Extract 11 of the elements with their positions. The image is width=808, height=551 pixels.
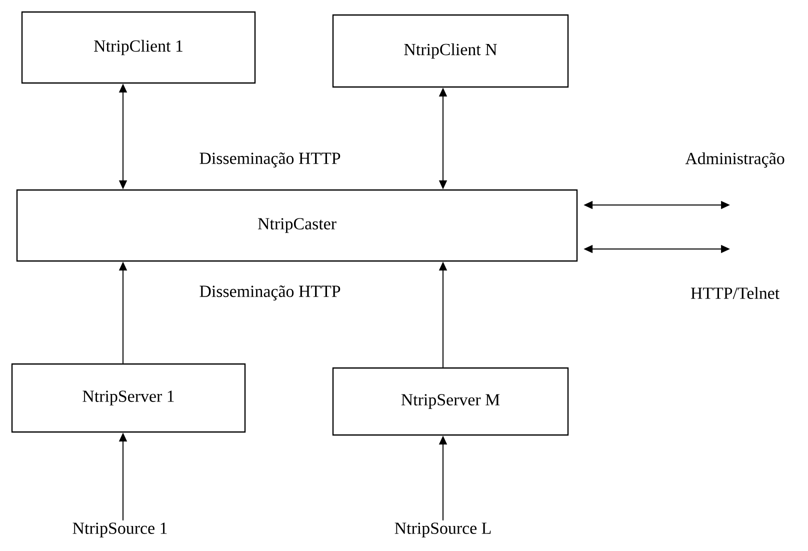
protocol-label: HTTP/Telnet (690, 287, 780, 299)
source-label: NtripSource L (394, 522, 491, 538)
process-box: NtripServer 1 (11, 363, 246, 433)
source-label: NtripSource 1 (72, 522, 167, 538)
protocol-label: Administração (685, 152, 784, 168)
protocol-label: Disseminação HTTP (200, 152, 340, 168)
process-box: NtripCaster (16, 189, 578, 262)
process-box: NtripClient 1 (21, 11, 256, 84)
process-box: NtripServer M (332, 367, 569, 436)
protocol-label: Disseminação HTTP (200, 286, 340, 300)
process-box: NtripClient N (332, 14, 569, 88)
